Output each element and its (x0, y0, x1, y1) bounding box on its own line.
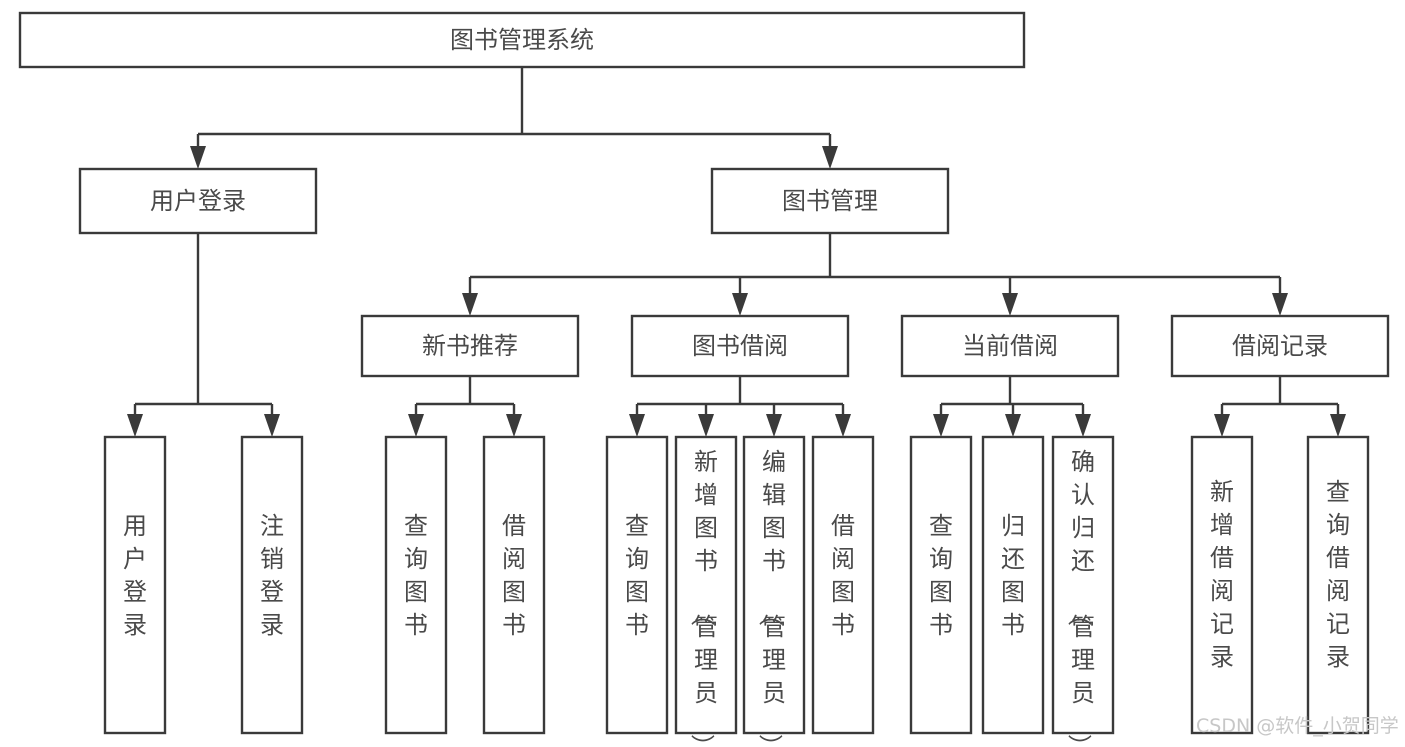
node-leaf-borrow-book[interactable]: 借阅图书 (811, 435, 875, 735)
node-leaf-add-book-admin[interactable]: 新增图书（管理员） (674, 435, 738, 747)
connectors-current-borrow-to-leaves (933, 376, 1091, 437)
arrow-head-leaf-confirm-return-admin (1075, 414, 1091, 437)
node-book-borrow-box[interactable] (630, 314, 850, 378)
node-leaf-query-book-borrow-box[interactable] (605, 435, 669, 735)
node-leaf-query-book-new[interactable]: 查询图书 (384, 435, 448, 735)
arrow-head-leaf-query-book-new (408, 414, 424, 437)
node-leaf-user-login-box[interactable] (103, 435, 167, 735)
arrow-head-leaf-add-borrow-record (1214, 414, 1230, 437)
connectors-root-to-level2 (190, 67, 838, 169)
node-book-management-box[interactable] (710, 167, 950, 235)
node-borrow-record[interactable]: 借阅记录 (1170, 314, 1390, 378)
node-book-borrow-label: 图书借阅 (692, 332, 788, 360)
arrow-head-new-book-recommend (462, 293, 478, 316)
arrow-head-book-management (822, 146, 838, 169)
node-current-borrow-box[interactable] (900, 314, 1120, 378)
node-root[interactable]: 图书管理系统 (18, 11, 1026, 69)
arrow-head-current-borrow (1002, 293, 1018, 316)
node-leaf-user-login-label: 用户登录 (123, 512, 147, 639)
arrow-head-leaf-borrow-book-new (506, 414, 522, 437)
arrow-head-leaf-logout (264, 414, 280, 437)
node-leaf-query-borrow-record-box[interactable] (1306, 435, 1370, 735)
node-leaf-edit-book-admin-box[interactable] (742, 435, 806, 735)
node-leaf-borrow-book-label: 借阅图书 (831, 512, 855, 639)
node-leaf-query-book-borrow-label: 查询图书 (625, 512, 649, 639)
node-leaf-edit-book-admin[interactable]: 编辑图书（管理员） (742, 435, 806, 747)
node-book-management[interactable]: 图书管理 (710, 167, 950, 235)
node-leaf-query-book-current-box[interactable] (909, 435, 973, 735)
node-user-login[interactable]: 用户登录 (78, 167, 318, 235)
node-leaf-add-book-admin-box[interactable] (674, 435, 738, 735)
node-leaf-logout-box[interactable] (240, 435, 304, 735)
node-user-login-box[interactable] (78, 167, 318, 235)
arrow-head-borrow-record (1272, 293, 1288, 316)
node-leaf-edit-book-admin-label: 编辑图书（管理员） (756, 448, 786, 747)
connectors-borrow-record-to-leaves (1214, 376, 1346, 437)
node-leaf-add-book-admin-label: 新增图书（管理员） (688, 448, 718, 747)
node-leaf-query-book-new-label: 查询图书 (404, 512, 428, 639)
node-borrow-record-label: 借阅记录 (1232, 332, 1328, 360)
node-leaf-query-borrow-record-label: 查询借阅记录 (1326, 478, 1350, 671)
arrow-head-leaf-query-book-borrow (629, 414, 645, 437)
connectors-book-borrow-to-leaves (629, 376, 851, 437)
node-leaf-confirm-return-admin-label: 确认归还（管理员） (1065, 448, 1095, 747)
arrow-head-leaf-add-book-admin (698, 414, 714, 437)
arrow-head-leaf-edit-book-admin (766, 414, 782, 437)
node-new-book-recommend-label: 新书推荐 (422, 332, 518, 360)
node-current-borrow[interactable]: 当前借阅 (900, 314, 1120, 378)
node-leaf-confirm-return-admin[interactable]: 确认归还（管理员） (1051, 435, 1115, 747)
node-borrow-record-box[interactable] (1170, 314, 1390, 378)
node-book-management-label: 图书管理 (782, 187, 878, 215)
node-leaf-add-borrow-record-label: 新增借阅记录 (1210, 478, 1234, 671)
connectors-new-book-recommend-to-leaves (408, 376, 522, 437)
node-book-borrow[interactable]: 图书借阅 (630, 314, 850, 378)
node-root-label: 图书管理系统 (450, 26, 594, 54)
watermark-text: CSDN @软件_小贺同学 (1196, 715, 1399, 737)
connectors-user-login-to-leaves (127, 233, 280, 437)
node-leaf-borrow-book-new-label: 借阅图书 (502, 512, 526, 639)
node-leaf-query-book-new-box[interactable] (384, 435, 448, 735)
arrow-head-leaf-user-login (127, 414, 143, 437)
node-leaf-borrow-book-new[interactable]: 借阅图书 (482, 435, 546, 735)
node-leaf-query-book-current-label: 查询图书 (929, 512, 953, 639)
arrow-head-leaf-query-borrow-record (1330, 414, 1346, 437)
node-leaf-borrow-book-box[interactable] (811, 435, 875, 735)
node-leaf-query-book-current[interactable]: 查询图书 (909, 435, 973, 735)
node-user-login-label: 用户登录 (150, 187, 246, 215)
node-leaf-query-book-borrow[interactable]: 查询图书 (605, 435, 669, 735)
connectors-book-management-to-level3 (462, 233, 1288, 316)
node-leaf-return-book[interactable]: 归还图书 (981, 435, 1045, 735)
node-new-book-recommend-box[interactable] (360, 314, 580, 378)
node-leaf-user-login[interactable]: 用户登录 (103, 435, 167, 735)
node-new-book-recommend[interactable]: 新书推荐 (360, 314, 580, 378)
node-leaf-confirm-return-admin-box[interactable] (1051, 435, 1115, 735)
node-leaf-return-book-box[interactable] (981, 435, 1045, 735)
node-leaf-add-borrow-record-box[interactable] (1190, 435, 1254, 735)
arrow-head-leaf-query-book-current (933, 414, 949, 437)
arrow-head-leaf-borrow-book (835, 414, 851, 437)
node-leaf-logout[interactable]: 注销登录 (240, 435, 304, 735)
node-leaf-return-book-label: 归还图书 (1001, 512, 1025, 639)
node-current-borrow-label: 当前借阅 (962, 332, 1058, 360)
node-leaf-query-borrow-record[interactable]: 查询借阅记录 (1306, 435, 1370, 735)
arrow-head-book-borrow (732, 293, 748, 316)
node-leaf-logout-label: 注销登录 (260, 512, 284, 639)
node-leaf-borrow-book-new-box[interactable] (482, 435, 546, 735)
arrow-head-user-login (190, 146, 206, 169)
node-leaf-add-borrow-record[interactable]: 新增借阅记录 (1190, 435, 1254, 735)
arrow-head-leaf-return-book (1005, 414, 1021, 437)
node-root-box[interactable] (18, 11, 1026, 69)
